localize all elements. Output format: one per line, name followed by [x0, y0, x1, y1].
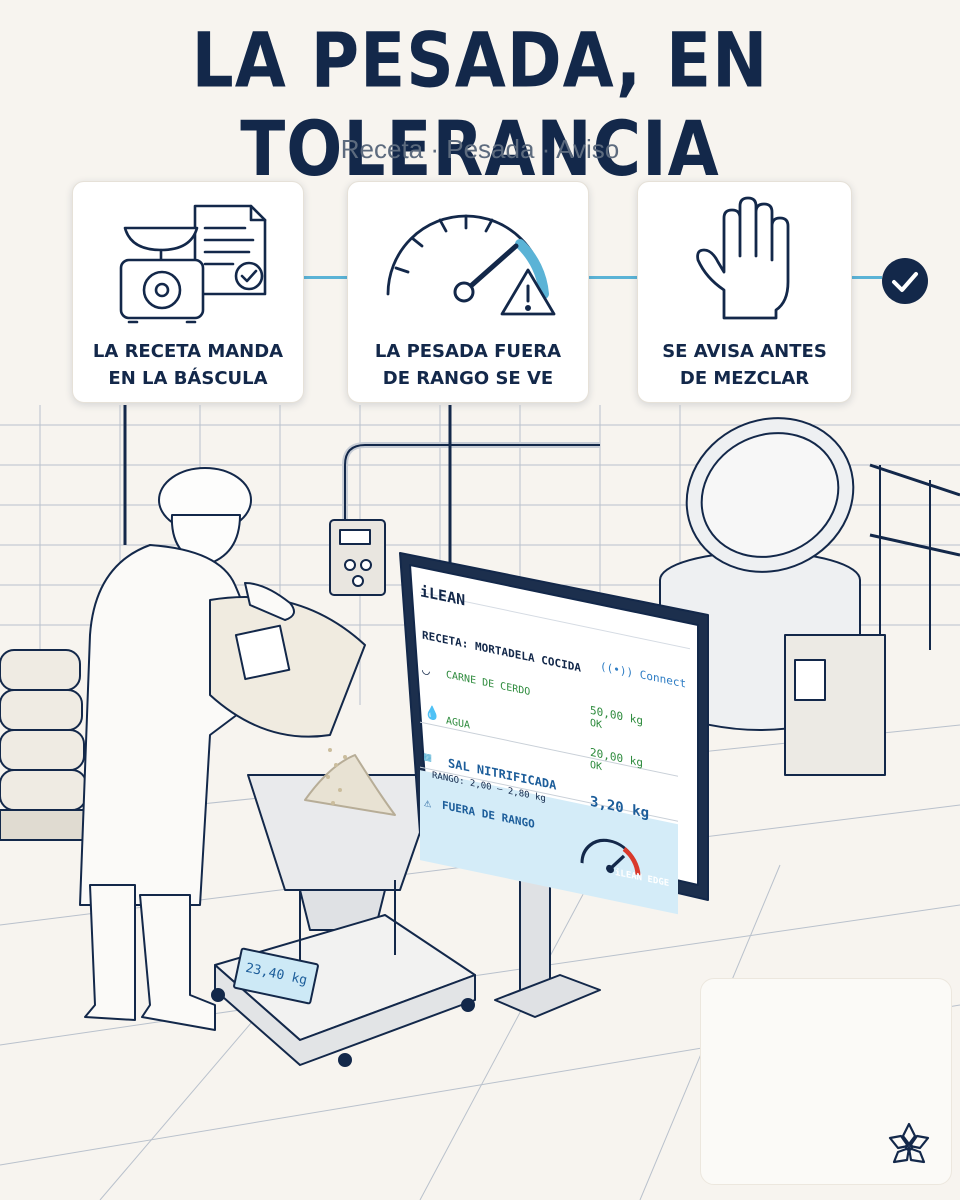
page-subtitle: Receta · Pesada · Aviso	[340, 134, 620, 164]
checkmark-circle-icon	[882, 258, 928, 304]
step-connector	[585, 276, 640, 279]
step-card-deviation: LA PESADA FUERA DE RANGO SE VE	[347, 181, 589, 403]
out-of-range-label: FUERA DE RANGO	[442, 798, 535, 832]
connect-label: Connect	[639, 667, 687, 691]
droplet-icon: 💧	[424, 704, 441, 724]
scale-recipe-icon	[119, 204, 267, 324]
step-label: LA RECETA MANDA EN LA BÁSCULA	[92, 341, 284, 389]
step-label: LA PESADA FUERA DE RANGO SE VE	[374, 341, 562, 389]
page-title: LA PESADA, EN TOLERANCIA	[191, 16, 769, 194]
step-card-recipe: LA RECETA MANDA EN LA BÁSCULA	[72, 181, 304, 403]
ingredient-name: AGUA	[446, 715, 471, 732]
stop-hand-icon	[696, 196, 790, 320]
step-connector	[300, 276, 350, 279]
bowl-icon: ◡	[422, 662, 430, 680]
step-label: SE AVISA ANTES DE MEZCLAR	[662, 341, 827, 389]
flower-logo-icon	[888, 1122, 930, 1164]
alert-value: 3,20 kg	[590, 793, 650, 822]
connect-status: ((•)) Connect	[600, 660, 686, 691]
gauge-warning-icon	[386, 214, 556, 316]
recipe-name: RECETA: MORTADELA COCIDA	[422, 628, 581, 675]
step-connector	[848, 276, 882, 279]
factory-scene-illustration	[0, 405, 960, 1200]
warning-triangle-icon: ⚠	[424, 794, 432, 811]
salt-icon: ▦	[424, 748, 432, 765]
screen-panel: iLEAN ((•)) Connect RECETA: MORTADELA CO…	[410, 480, 700, 889]
wifi-icon: ((•))	[600, 659, 634, 680]
screen-brand: iLEAN	[420, 582, 466, 610]
ingredient-status: OK	[590, 759, 603, 774]
ingredient-name: CARNE DE CERDO	[446, 669, 531, 699]
ingredient-status: OK	[590, 717, 603, 732]
step-card-warning: SE AVISA ANTES DE MEZCLAR	[637, 181, 852, 403]
